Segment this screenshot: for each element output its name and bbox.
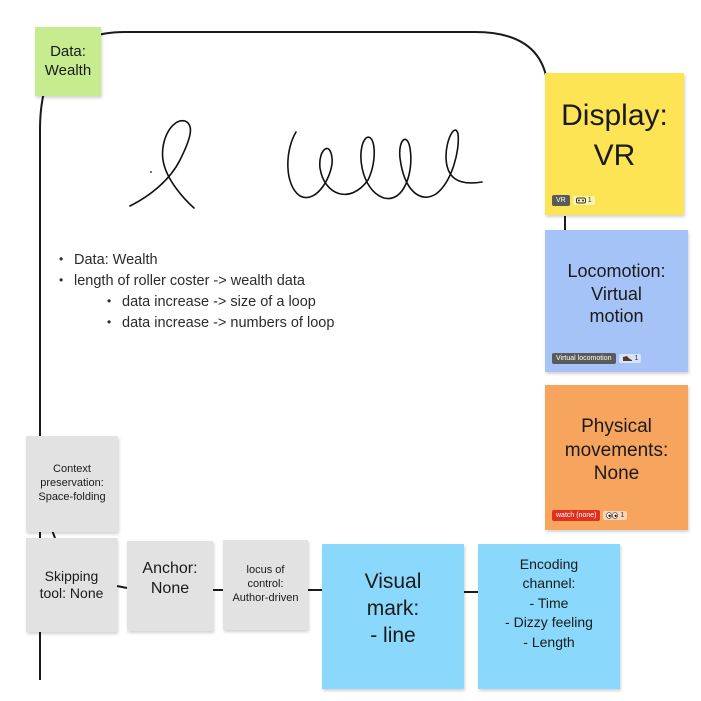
sticky-display-text: Display: VR	[561, 98, 668, 173]
bullet-subitem: data increase -> numbers of loop	[107, 315, 476, 331]
sticky-physical-movements[interactable]: Physical movements: None	[545, 385, 688, 530]
sticky-data-wealth-text: Data: Wealth	[44, 42, 92, 79]
sticky-encoding-text: Encoding channel: - Time - Dizzy feeling…	[505, 555, 593, 650]
tag-vr[interactable]: VR	[552, 195, 570, 206]
multi-loop-sketch	[287, 129, 483, 200]
sticky-context-text: Context preservation: Space-folding	[38, 463, 106, 503]
reaction-badge[interactable]: 1	[572, 196, 595, 205]
sticky-visual-mark[interactable]: Visual mark: - line	[322, 544, 464, 689]
tag-virtual-locomotion[interactable]: Virtual locomotion	[552, 353, 616, 364]
reaction-count: 1	[634, 355, 639, 362]
physical-tags: watch (none) 1	[552, 510, 628, 521]
single-loop-sketch	[129, 120, 195, 209]
sticky-anchor[interactable]: Anchor: None	[127, 541, 213, 631]
reaction-count: 1	[587, 197, 592, 204]
sticky-display[interactable]: Display: VR	[545, 73, 684, 215]
sticky-physical-text: Physical movements: None	[564, 415, 669, 485]
display-tags: VR 1	[552, 195, 595, 206]
sticky-anchor-text: Anchor: None	[142, 560, 198, 597]
bullet-item: length of roller coster -> wealth data	[59, 273, 476, 289]
vr-headset-icon	[575, 197, 586, 204]
bullet-list: Data: Wealth length of roller coster -> …	[56, 252, 476, 331]
locomotion-tags: Virtual locomotion 1	[552, 353, 642, 364]
reaction-badge[interactable]: 1	[603, 511, 628, 520]
sticky-data-wealth[interactable]: Data: Wealth	[35, 27, 101, 96]
sticky-locomotion[interactable]: Locomotion: Virtual motion	[545, 230, 688, 372]
sticky-skipping-tool[interactable]: Skipping tool: None	[26, 538, 117, 632]
reaction-count: 1	[620, 512, 625, 519]
tag-watch-none[interactable]: watch (none)	[552, 510, 601, 521]
connector-skip-anchor	[116, 585, 128, 589]
sticky-encoding-channel[interactable]: Encoding channel: - Time - Dizzy feeling…	[478, 544, 620, 689]
eyes-icon	[606, 512, 619, 519]
sticky-locus-text: locus of control: Author-driven	[232, 564, 299, 604]
sketch-dot	[150, 171, 152, 173]
sticky-visual-text: Visual mark: - line	[364, 569, 422, 648]
notes-text-block: Data: Wealth length of roller coster -> …	[56, 252, 476, 336]
sticky-skipping-text: Skipping tool: None	[39, 567, 104, 602]
shoe-icon	[622, 356, 632, 361]
sticky-locomotion-text: Locomotion: Virtual motion	[567, 261, 666, 327]
sticky-context-preservation[interactable]: Context preservation: Space-folding	[26, 436, 118, 532]
reaction-badge[interactable]: 1	[618, 354, 642, 363]
bullet-subitem: data increase -> size of a loop	[107, 294, 476, 310]
bullet-item: Data: Wealth	[59, 252, 476, 268]
sticky-locus-of-control[interactable]: locus of control: Author-driven	[223, 540, 308, 630]
